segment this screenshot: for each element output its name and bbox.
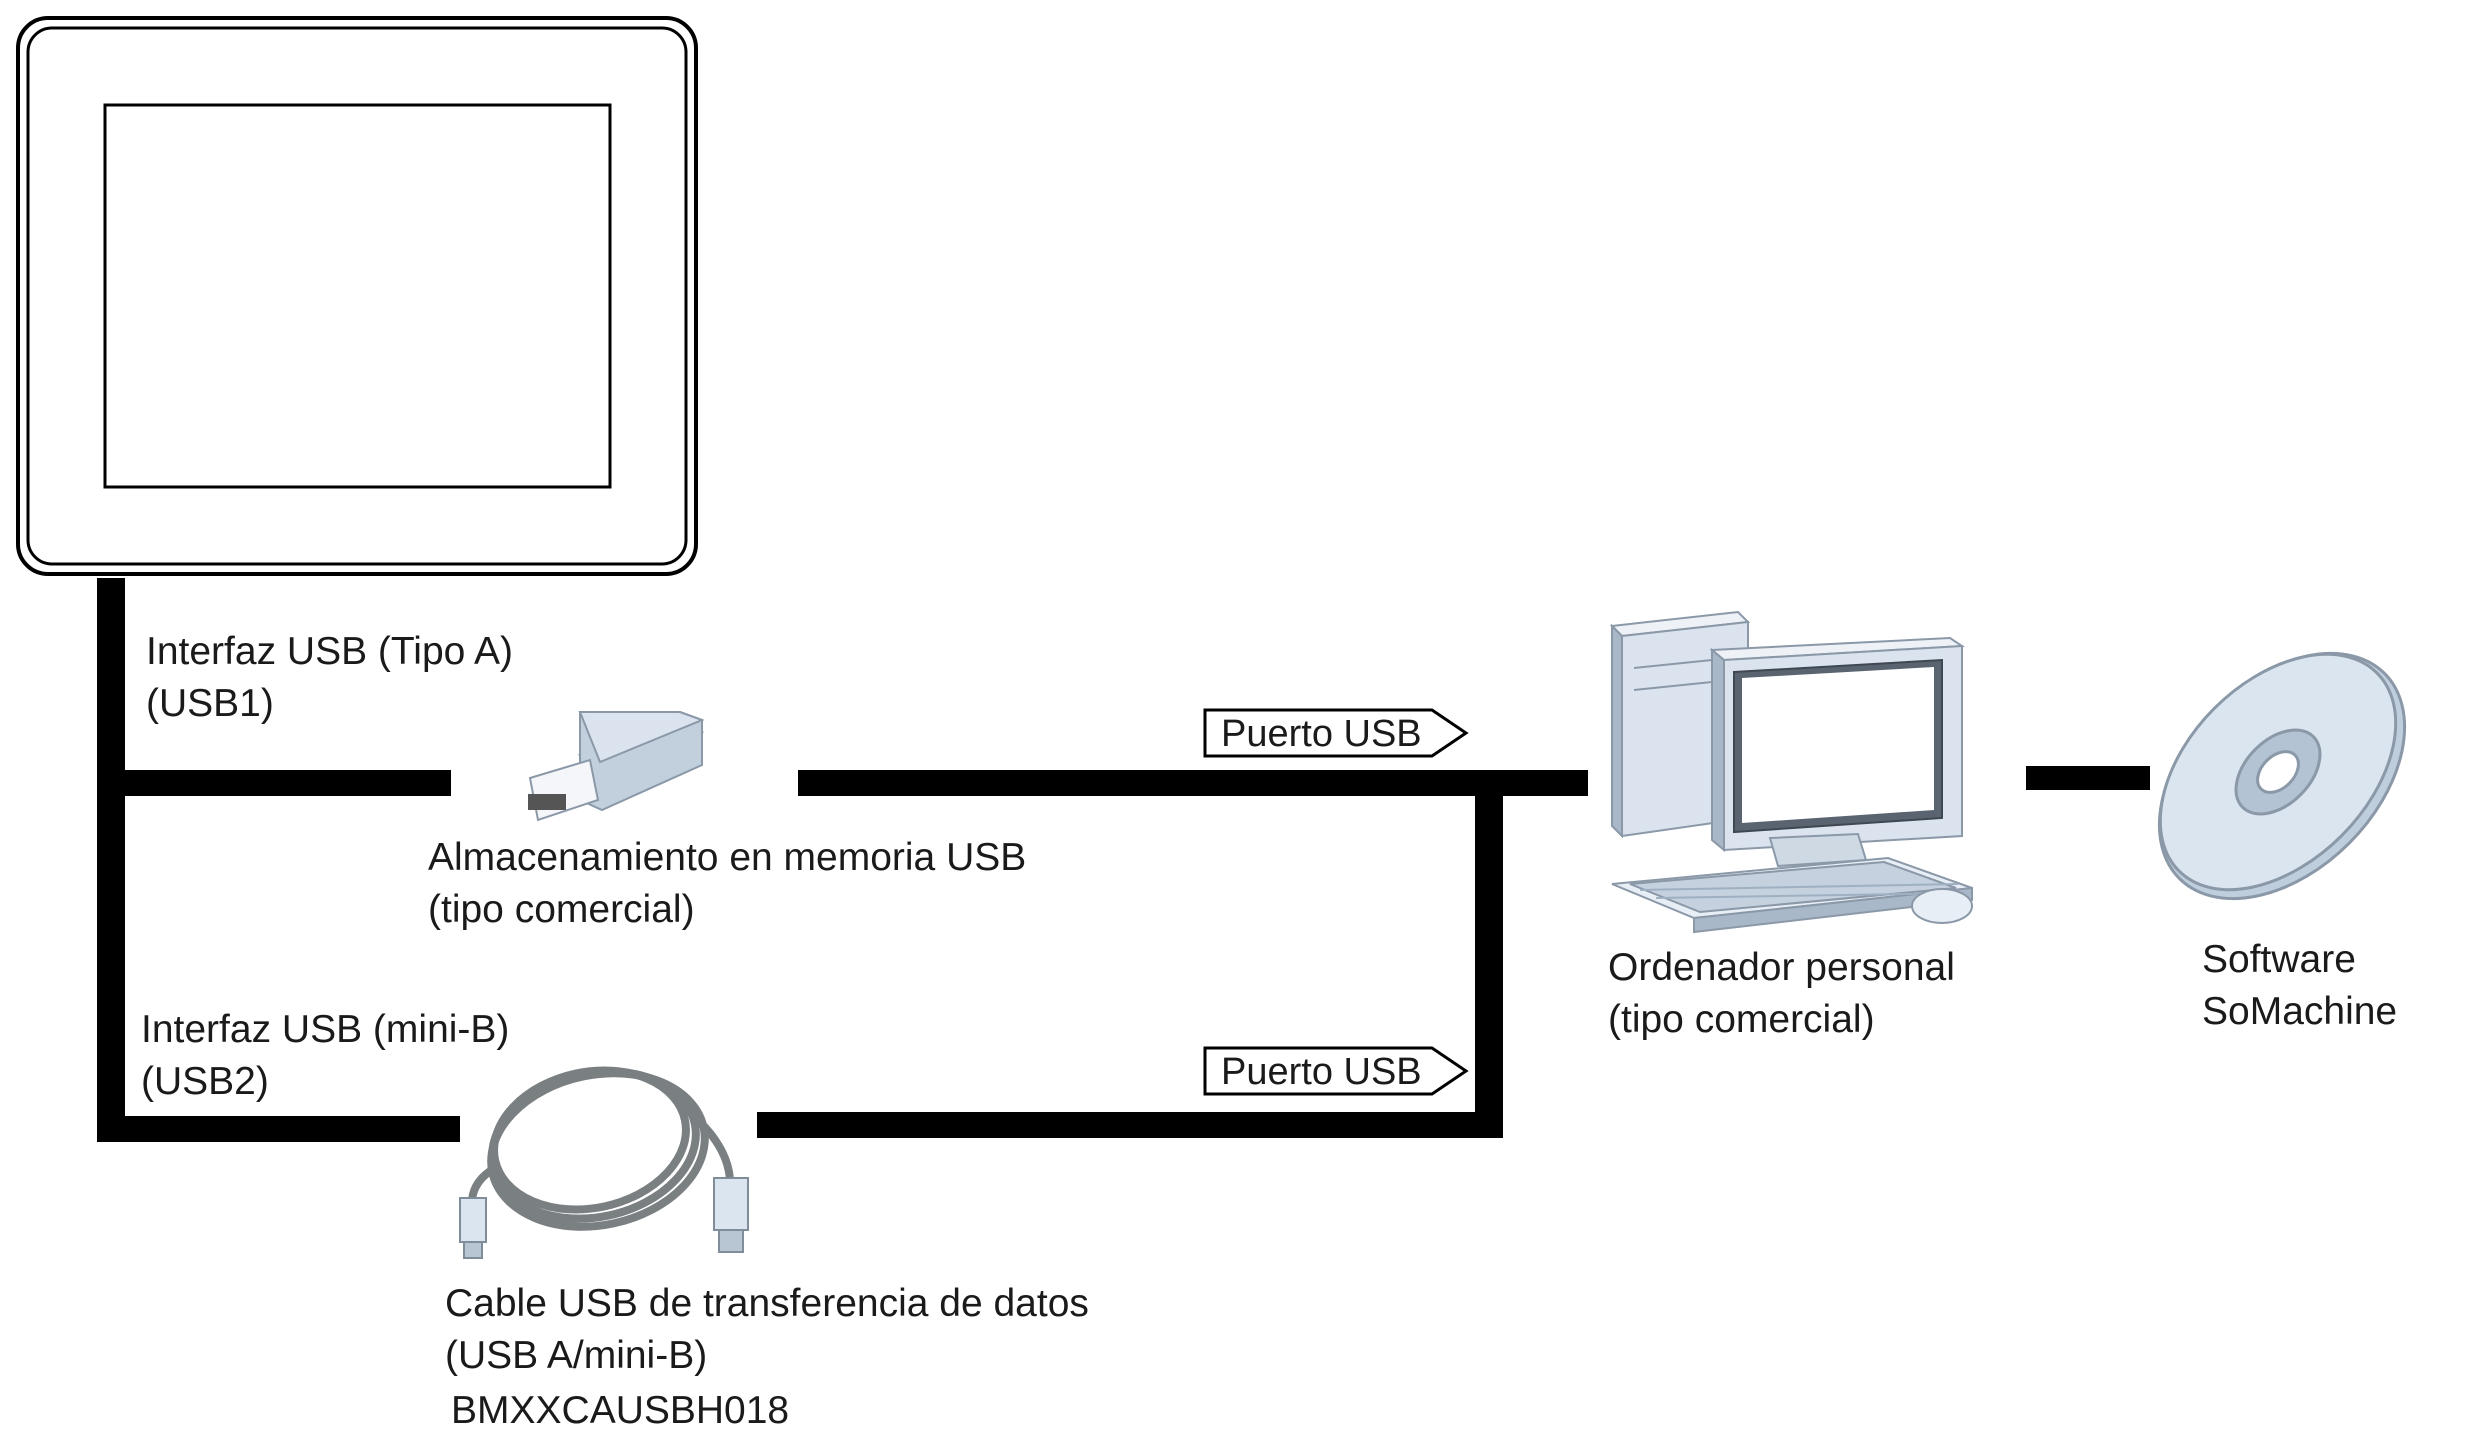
usb2-name-label: (USB2) xyxy=(141,1060,269,1103)
usb2-line-left xyxy=(97,1116,460,1142)
usb1-name-label: (USB1) xyxy=(146,682,274,725)
cable-label-line2: (USB A/mini-B) xyxy=(445,1334,708,1377)
pc-vertical-link xyxy=(1475,796,1503,1138)
usb1-interface-label: Interfaz USB (Tipo A) xyxy=(146,630,514,673)
connection-lines xyxy=(97,578,2150,1142)
usb1-line-left xyxy=(125,770,451,796)
usb2-interface-label: Interfaz USB (mini-B) xyxy=(141,1008,510,1051)
usb2-line-right xyxy=(757,1112,1503,1138)
usb-memory-stick-icon xyxy=(528,711,705,822)
port-tag-upper-outline xyxy=(1203,708,1469,758)
cable-part-number: BMXXCAUSBH018 xyxy=(451,1389,790,1432)
software-label-line1: Software xyxy=(2202,938,2356,981)
cable-label-line1: Cable USB de transferencia de datos xyxy=(445,1282,1089,1325)
port-tag-upper-label: Puerto USB xyxy=(1221,713,1422,755)
pc-software-link xyxy=(2026,766,2150,790)
memory-label-line1: Almacenamiento en memoria USB xyxy=(428,836,1027,879)
software-label-line2: SoMachine xyxy=(2202,990,2398,1033)
usb-cable-icon xyxy=(459,1066,749,1259)
hmi-vertical-bus xyxy=(97,578,125,1136)
usb1-line-right xyxy=(798,770,1588,796)
memory-label-line2: (tipo comercial) xyxy=(428,888,695,931)
port-tag-lower-outline xyxy=(1203,1046,1469,1096)
pc-label-line1: Ordenador personal xyxy=(1608,946,1955,989)
pc-label-line2: (tipo comercial) xyxy=(1608,998,1875,1041)
hmi-panel-icon xyxy=(16,16,698,576)
port-tag-lower-label: Puerto USB xyxy=(1221,1051,1422,1093)
software-disc-icon xyxy=(2157,651,2407,901)
desktop-computer-icon xyxy=(1609,610,1973,934)
